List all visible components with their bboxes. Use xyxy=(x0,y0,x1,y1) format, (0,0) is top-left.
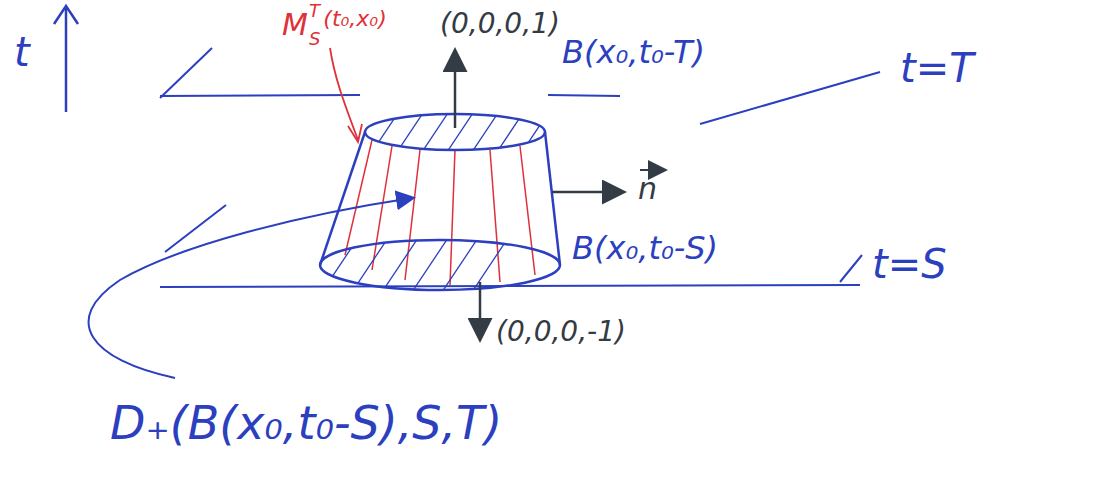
domain-pointer xyxy=(89,198,412,378)
time-axis xyxy=(65,8,68,112)
axis-label: t xyxy=(14,32,30,72)
surface-name: M xyxy=(282,10,308,40)
normal-down xyxy=(479,282,482,338)
normal-up xyxy=(454,52,457,128)
surface-argument: (t₀,x₀) xyxy=(323,8,386,30)
vector-arrow xyxy=(640,169,664,171)
leader-head xyxy=(348,124,362,142)
time-level-label: t=S xyxy=(872,244,947,284)
normal-vector-label: (0,0,0,-1) xyxy=(496,318,626,346)
axis-head xyxy=(54,6,78,24)
cone-outline xyxy=(320,114,560,290)
time-level-label: t=T xyxy=(900,48,974,88)
leader-line xyxy=(330,48,358,140)
surface-subscript: S xyxy=(309,30,320,48)
normal-label: n xyxy=(638,174,657,204)
normal-side xyxy=(552,191,622,194)
surface-superscript: T xyxy=(309,2,320,20)
plane-upper xyxy=(160,48,880,124)
domain-label: D₊(B(x₀,t₀-S),S,T) xyxy=(110,400,502,446)
top-disc-hatch xyxy=(370,110,550,155)
ball-label: B(x₀,t₀-S) xyxy=(572,232,718,264)
bottom-disc-hatch xyxy=(320,235,510,295)
normal-vector-label: (0,0,0,1) xyxy=(440,10,560,38)
ball-label: B(x₀,t₀-T) xyxy=(562,36,705,68)
mantle-hatching xyxy=(345,140,535,285)
